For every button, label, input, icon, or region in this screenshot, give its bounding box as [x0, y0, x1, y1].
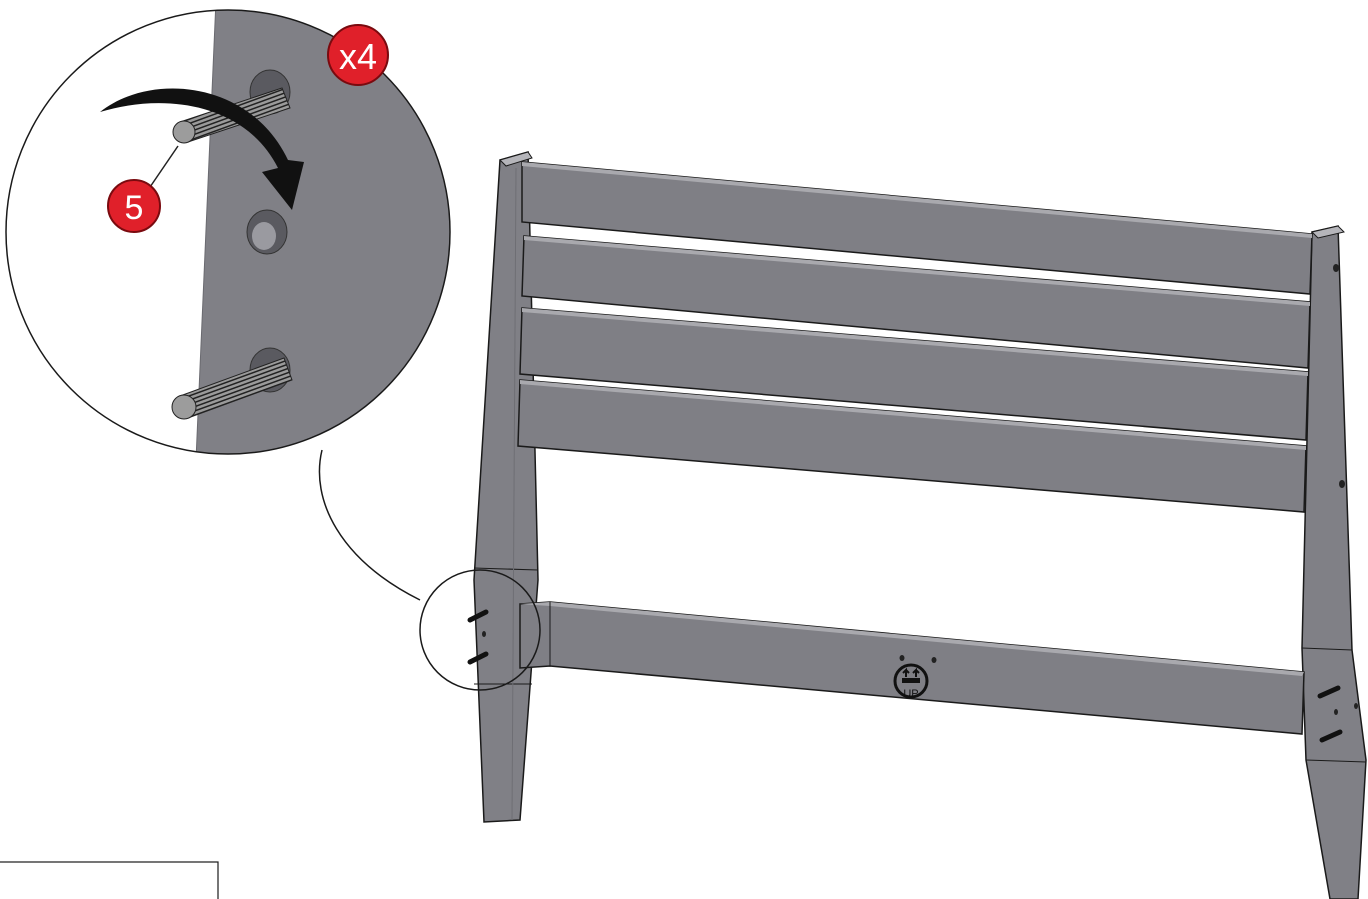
quantity-badge: x4 — [327, 24, 389, 86]
zoom-detail — [5, 9, 451, 455]
threaded-dowel-lower — [171, 357, 293, 420]
rotation-arrow-icon — [100, 88, 304, 210]
step-number-box — [0, 861, 219, 899]
left-post-dowels — [467, 609, 489, 665]
slat-4 — [517, 379, 1307, 513]
up-orientation-icon: UP — [893, 663, 929, 700]
up-label: UP — [903, 688, 918, 700]
right-post — [1301, 225, 1367, 899]
part-number-badge: 5 — [107, 179, 161, 233]
part-number-text: 5 — [125, 189, 144, 227]
slat-2 — [521, 235, 1311, 369]
lower-rail: UP — [519, 601, 1305, 735]
slat-3 — [519, 307, 1309, 441]
slat-1 — [521, 161, 1313, 295]
quantity-text: x4 — [339, 36, 377, 77]
headboard: UP — [467, 151, 1367, 899]
detail-callout — [318, 449, 541, 691]
right-post-dowels — [1317, 685, 1358, 743]
